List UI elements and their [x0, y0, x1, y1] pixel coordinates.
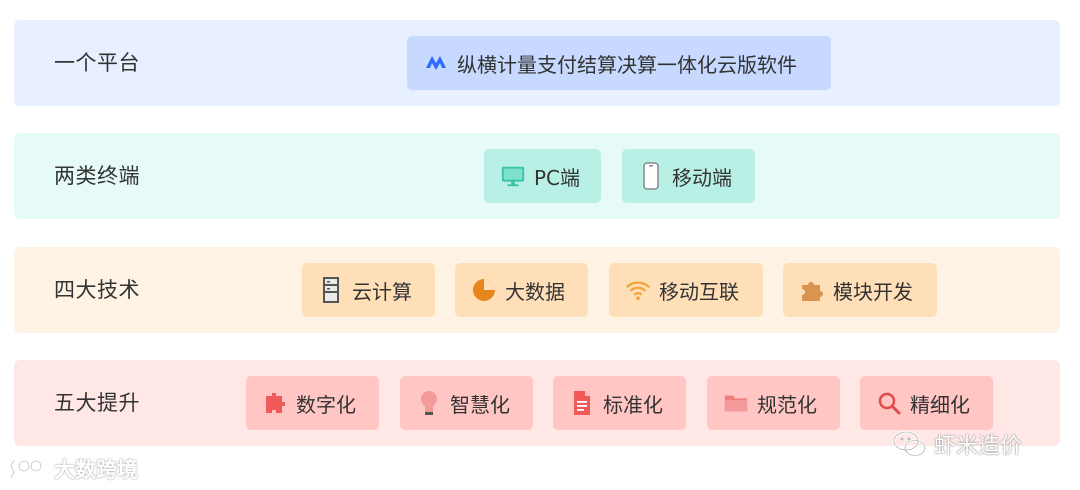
digital-puzzle-icon: [262, 390, 288, 416]
chip-label: 模块开发: [833, 279, 913, 304]
chip-digitalization[interactable]: 数字化: [246, 376, 379, 430]
monitor-icon: [500, 163, 526, 189]
terminals-row: 两类终端 PC端 移动端: [14, 133, 1060, 219]
chip-software[interactable]: 纵横计量支付结算决算一体化云版软件: [407, 36, 831, 90]
chip-label: 移动互联: [659, 279, 739, 304]
chip-label: 纵横计量支付结算决算一体化云版软件: [457, 52, 797, 77]
row-label-technologies: 四大技术: [54, 278, 140, 302]
lightbulb-icon: [416, 390, 442, 416]
wechat-icon: [892, 429, 928, 459]
chip-label: 规范化: [757, 392, 817, 417]
platform-row: 一个平台 纵横计量支付结算决算一体化云版软件: [14, 20, 1060, 106]
chip-label: 标准化: [603, 392, 663, 417]
pie-chart-icon: [471, 277, 497, 303]
chip-label: 云计算: [352, 279, 412, 304]
technologies-row: 四大技术 云计算 大数据: [14, 247, 1060, 333]
brand-logo-icon: [8, 456, 48, 482]
server-icon: [318, 277, 344, 303]
chip-label: 精细化: [910, 392, 970, 417]
magnifier-icon: [876, 390, 902, 416]
chip-label: 数字化: [296, 392, 356, 417]
chip-module-development[interactable]: 模块开发: [783, 263, 937, 317]
zongheng-logo-icon: [423, 50, 449, 76]
folder-icon: [723, 390, 749, 416]
chip-big-data[interactable]: 大数据: [455, 263, 588, 317]
chip-label: 智慧化: [450, 392, 510, 417]
row-label-terminals: 两类终端: [54, 164, 140, 188]
watermark-left-text: 大数跨境: [54, 458, 138, 482]
chip-refinement[interactable]: 精细化: [860, 376, 993, 430]
row-label-platform: 一个平台: [54, 51, 140, 75]
chip-normalization[interactable]: 规范化: [707, 376, 840, 430]
watermark-right: 虾米造价: [892, 424, 1022, 464]
improvements-row: 五大提升 数字化 智慧化 标准化: [14, 360, 1060, 446]
chip-label: 大数据: [505, 279, 565, 304]
mobile-phone-icon: [638, 162, 664, 190]
chip-pc[interactable]: PC端: [484, 149, 601, 203]
chip-mobile-internet[interactable]: 移动互联: [609, 263, 763, 317]
chip-cloud-computing[interactable]: 云计算: [302, 263, 435, 317]
watermark-left: 大数跨境: [8, 454, 138, 484]
watermark-right-text: 虾米造价: [934, 434, 1023, 459]
chip-mobile[interactable]: 移动端: [622, 149, 755, 203]
chip-label: PC端: [534, 165, 581, 190]
wifi-icon: [625, 277, 651, 303]
chip-label: 移动端: [672, 165, 732, 190]
puzzle-icon: [799, 277, 825, 303]
document-icon: [569, 390, 595, 416]
chip-standardization[interactable]: 标准化: [553, 376, 686, 430]
chip-intelligence[interactable]: 智慧化: [400, 376, 533, 430]
row-label-improvements: 五大提升: [54, 391, 140, 415]
